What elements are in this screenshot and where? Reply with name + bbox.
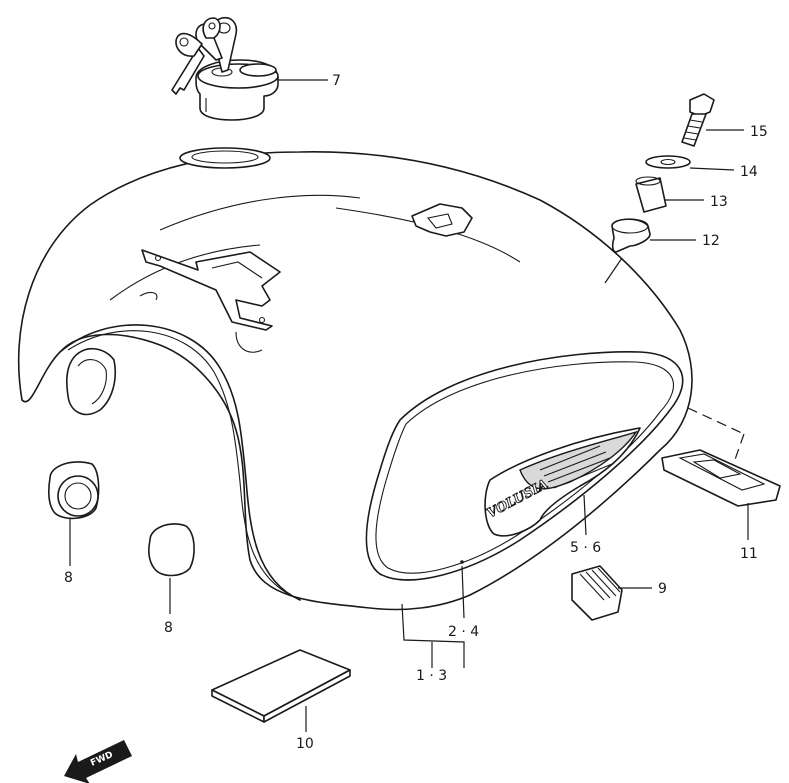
callout-8-center: 8 xyxy=(164,620,173,636)
tank-side-panel xyxy=(365,351,684,581)
callout-7: 7 xyxy=(332,73,341,89)
callout-10: 10 xyxy=(296,736,314,752)
callout-11: 11 xyxy=(740,546,758,562)
callout-14: 14 xyxy=(740,164,758,180)
grommet-plug-center: 8 xyxy=(148,523,195,636)
callout-8-left: 8 xyxy=(64,570,73,586)
mount-cushion xyxy=(611,218,651,253)
callout-2-4: 2 · 4 xyxy=(448,624,479,640)
tank-callouts: 2 · 4 1 · 3 xyxy=(401,560,479,684)
mount-collar xyxy=(635,177,667,213)
fuel-cap-assembly: 7 xyxy=(171,16,341,121)
mount-washer xyxy=(645,155,691,169)
rear-cushion-pad: 11 xyxy=(661,407,781,562)
forward-direction-arrow-icon: FWD xyxy=(64,740,132,783)
volusia-emblem: VOLUSIA 5 · 6 xyxy=(484,427,641,556)
protective-pad: 10 xyxy=(211,649,351,752)
mount-bolt xyxy=(689,93,715,117)
callout-15: 15 xyxy=(750,124,768,140)
callout-13: 13 xyxy=(710,194,728,210)
callout-5-6: 5 · 6 xyxy=(570,540,601,556)
rear-mount-hardware: 12 13 14 15 xyxy=(604,93,768,284)
tank-mounting-bracket xyxy=(141,249,281,331)
grommet-plug-left: 8 xyxy=(48,461,100,586)
tank-side-grommet-hole xyxy=(66,347,116,416)
callout-9: 9 xyxy=(658,581,667,597)
fuel-tank-tunnel-edge xyxy=(59,324,301,601)
tank-rear-bracket xyxy=(411,203,473,237)
fuel-cap-lock-cover xyxy=(239,63,277,77)
damper-block: 9 xyxy=(571,565,667,621)
ignition-keys-icon xyxy=(171,16,238,95)
callout-1-3: 1 · 3 xyxy=(416,668,447,684)
callout-12: 12 xyxy=(702,233,720,249)
